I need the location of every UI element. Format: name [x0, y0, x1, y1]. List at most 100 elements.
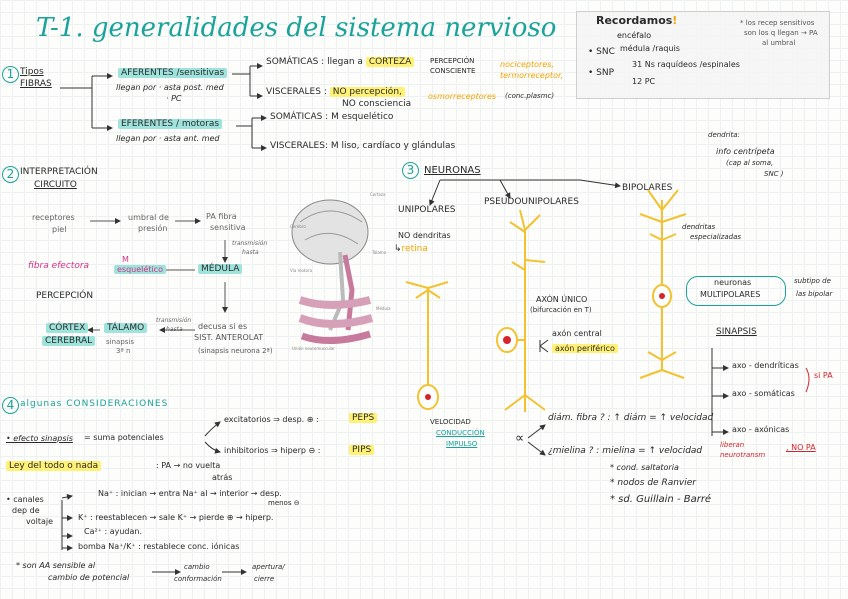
- mielina-label: ¿mielina ? : mielina = ↑ velocidad: [548, 446, 703, 456]
- svg-text:Tálamo: Tálamo: [371, 250, 387, 255]
- somaticas-eferentes: SOMÁTICAS : M esquelético: [270, 112, 394, 122]
- excitatorios-label: excitatorios ⇒ desp. ⊕ :: [224, 415, 319, 424]
- note-receptors-1: * los recep sensitivos: [740, 19, 815, 27]
- nociceptores-label: nociceptores,: [500, 60, 554, 69]
- proporcional-icon: ∝: [515, 431, 525, 446]
- umbral-label-1: umbral de: [128, 213, 169, 222]
- apertura-label-1: apertura/: [252, 563, 285, 571]
- esqueletico-label: esquelético: [114, 265, 166, 274]
- note-receptors-3: al umbral: [762, 39, 796, 47]
- axon-unico-label: AXÓN ÚNICO: [536, 295, 588, 304]
- section1-tree: [60, 63, 267, 151]
- ley-todo-nada-label: Ley del todo o nada: [6, 461, 102, 471]
- viscerales-eferentes: VISCERALES: M liso, cardíaco y glándulas: [270, 141, 456, 151]
- cranial-nerves-label: 12 PC: [632, 77, 656, 86]
- pseudounipolares-label: PSEUDOUNIPOLARES: [484, 197, 579, 207]
- sinapsis-label-1: sinapsis: [106, 338, 134, 346]
- corteza-highlight: CORTEZA: [365, 57, 415, 67]
- bomba-label: bomba Na⁺/K⁺ : restablece conc. iónicas: [78, 542, 240, 551]
- svg-text:Cerebro: Cerebro: [290, 224, 306, 229]
- talamo-label: TÁLAMO: [104, 323, 148, 333]
- subtipo-label-1: subtipo de: [794, 277, 831, 285]
- cambio-label-1: cambio: [184, 563, 210, 571]
- efecto-sinapsis-label: • efecto sinapsis: [6, 434, 73, 443]
- eferentes-path: llegan por · asta ant. med: [116, 134, 220, 143]
- no-percepcion: NO percepción,: [329, 87, 405, 97]
- calcio-label: Ca²⁺ : ayudan.: [84, 527, 142, 536]
- snp-label: • SNP: [588, 68, 615, 78]
- si-pa-label: si PA: [814, 371, 833, 380]
- svg-text:Unión neuromuscular: Unión neuromuscular: [292, 346, 335, 351]
- axo-dendriticas-label: axo - dendríticas: [732, 361, 799, 370]
- velocidad-label-2: CONDUCCIÓN: [436, 429, 485, 437]
- conduccion-saltatoria-label: * cond. saltatoria: [610, 463, 679, 472]
- canales-label-2: dep de: [12, 506, 40, 515]
- diametro-fibra-label: diám. fibra ? : ↑ diám = ↑ velocidad: [548, 413, 714, 423]
- section3-tree: [429, 179, 729, 456]
- axon-central-label: axón central: [552, 329, 602, 338]
- transmision-label-1: transmisión: [232, 240, 268, 247]
- decusa-label-3: (sinapsis neurona 2ª): [198, 347, 273, 355]
- no-dendritas-label: NO dendritas: [398, 231, 451, 240]
- section4-arrows: [61, 421, 247, 575]
- canales-label-3: voltaje: [26, 517, 54, 526]
- transmision-label-2: hasta: [242, 249, 259, 256]
- fibras-label: FIBRAS: [20, 79, 52, 89]
- unipolar-neuron: [405, 281, 449, 410]
- liberan-label-1: liberan: [720, 441, 745, 449]
- multipolares-pill: [686, 276, 786, 306]
- piel-label: piel: [52, 225, 67, 234]
- cambio-label-2: conformación: [174, 575, 222, 583]
- m-label: M: [122, 255, 129, 264]
- retina-label: retina: [401, 244, 428, 254]
- peps-label: PEPS: [349, 413, 378, 423]
- viscerales-aferentes: VISCERALES :: [266, 87, 327, 97]
- receptores-label: receptores: [32, 213, 75, 222]
- ley-todo-nada-desc: : PA → no vuelta: [156, 461, 221, 470]
- inhibitorios-label: inhibitorios ⇒ hiperp ⊖ :: [224, 446, 321, 455]
- multipolares-label: MULTIPOLARES: [700, 290, 761, 299]
- guillain-barre-label: * sd. Guillain - Barré: [610, 494, 712, 505]
- atras-label: atrás: [212, 473, 233, 482]
- svg-text:Vía motora: Vía motora: [290, 268, 313, 273]
- bifurcacion-label: (bifurcación en T): [530, 306, 592, 314]
- pseudounipolar-neuron: [496, 209, 546, 412]
- brain-illustration: Cerebro Corteza Tálamo Vía motora Médula…: [290, 192, 391, 351]
- axo-axonicas-label: axo - axónicas: [732, 425, 790, 434]
- consideraciones-title: algunas CONSIDERACIONES: [20, 399, 169, 409]
- cerebral-label: CEREBRAL: [42, 336, 96, 346]
- medula-label: MÉDULA: [198, 264, 243, 274]
- neuronas-title: NEURONAS: [424, 165, 481, 176]
- pips-label: PIPS: [349, 445, 375, 455]
- somaticas-aferentes: SOMÁTICAS : llegan a: [266, 57, 363, 67]
- dendrita-note-4: SNC ): [764, 170, 784, 178]
- apertura-label-2: cierre: [254, 575, 275, 583]
- circuito-label: CIRCUITO: [34, 180, 77, 190]
- section2-number: 2: [2, 166, 19, 183]
- section3-number: 3: [402, 162, 419, 179]
- section2-arrows: [87, 218, 228, 333]
- umbral-label-2: presión: [138, 224, 168, 233]
- nota-aa-2: cambio de potencial: [48, 573, 130, 582]
- percepcion-label: PERCEPCIÓN: [36, 291, 94, 301]
- especializadas-label: especializadas: [690, 233, 742, 241]
- aferentes-path-2: · PC: [166, 94, 182, 103]
- recordamos-heading: Recordamos: [596, 14, 673, 27]
- percepcion-consciente-2: CONSCIENTE: [430, 67, 476, 75]
- fibra-efectora-label: fibra efectora: [28, 261, 90, 271]
- nota-aa-1: * son AA sensible al: [16, 561, 96, 570]
- liberan-label-2: neurotransm: [720, 451, 766, 459]
- retina-arrow-icon: ↳: [394, 244, 402, 254]
- subtipo-label-2: las bipolar: [796, 290, 833, 298]
- sodio-label: Na⁺ : inician → entra Na⁺ al → interior …: [98, 489, 282, 498]
- page-title: T-1. generalidades del sistema nervioso: [36, 13, 557, 43]
- canales-label-1: • canales: [6, 495, 44, 504]
- conc-plasm-label: (conc.plasmc): [505, 92, 555, 100]
- transmite-label-1: transmisión: [156, 317, 192, 324]
- exclamation-icon: !: [672, 14, 678, 27]
- medula-label: médula /raquis: [620, 44, 680, 53]
- eferentes-label: EFERENTES / motoras: [118, 119, 223, 129]
- decusa-label-2: SIST. ANTEROLAT: [194, 333, 264, 342]
- encefalo-label: encéfalo: [617, 31, 652, 40]
